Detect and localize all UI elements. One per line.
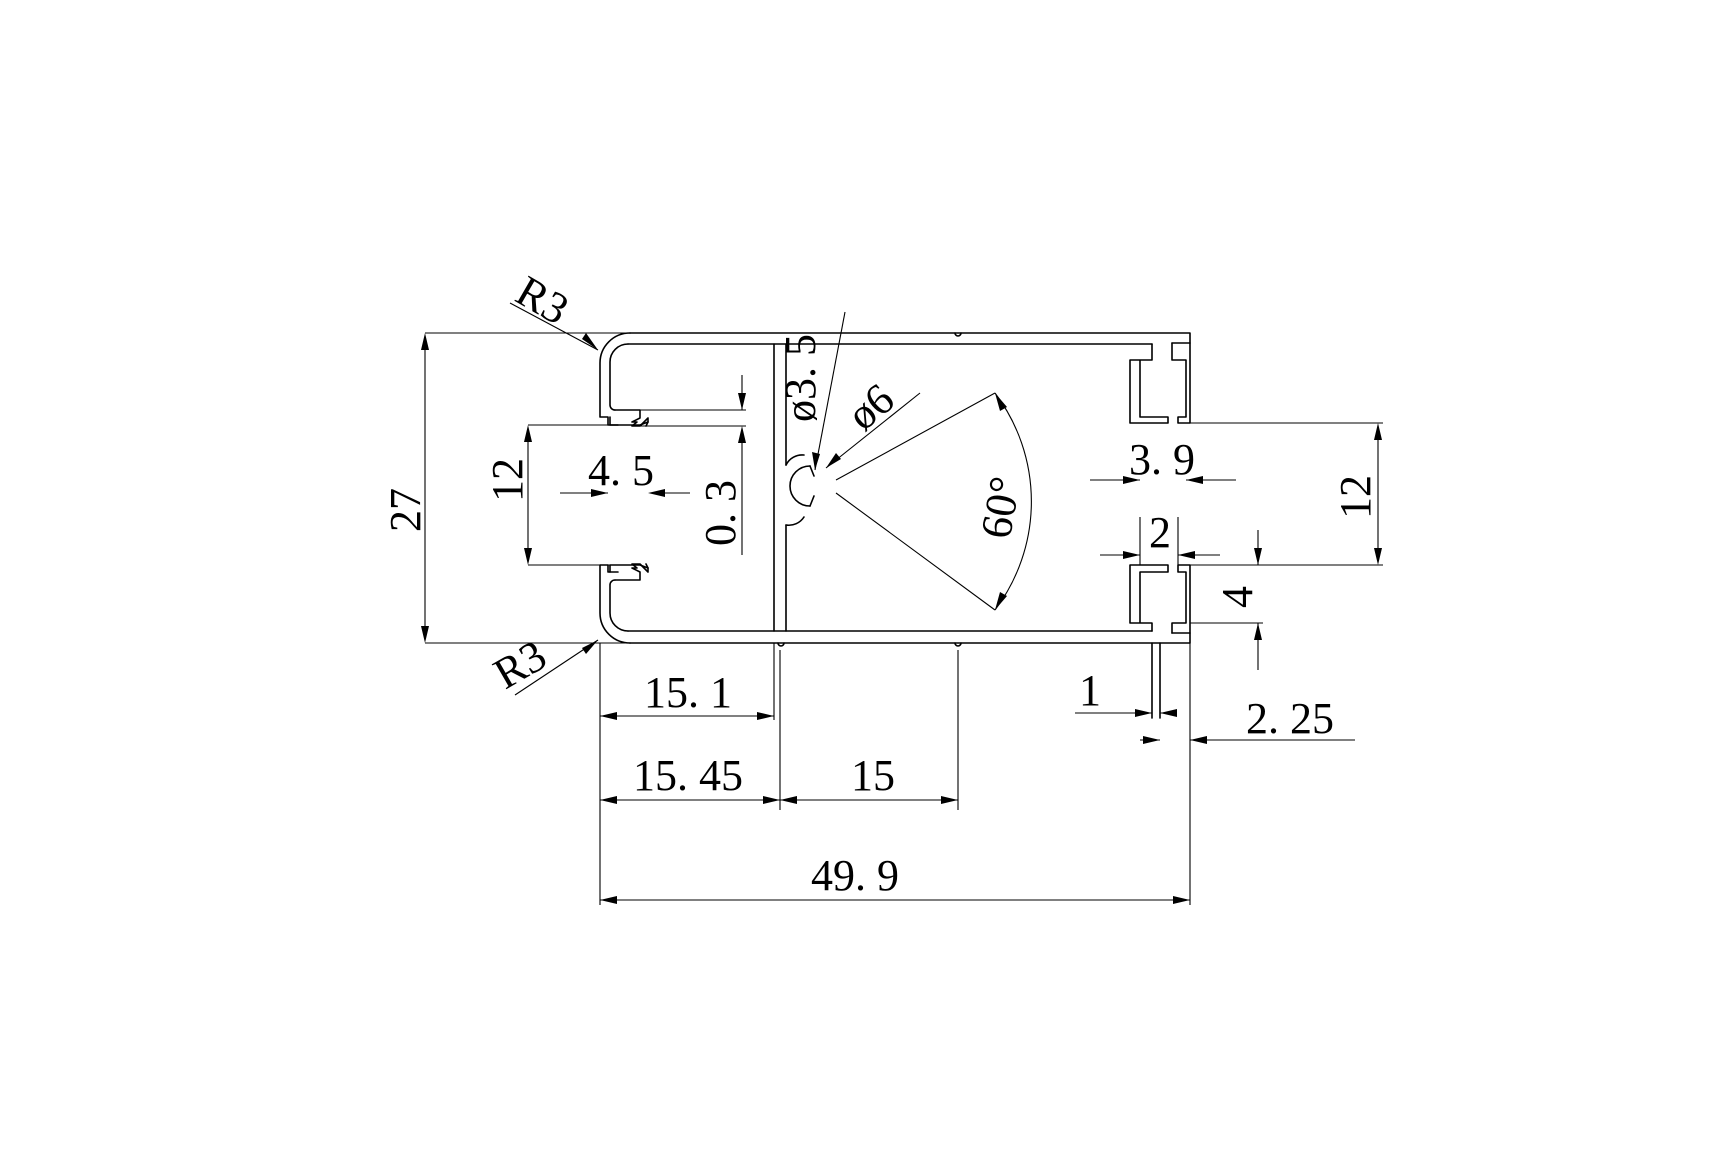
dim-arrows-channel-height [1374,423,1382,565]
profile-outline [599,332,1191,719]
leader-screw-core [814,311,846,471]
leader-radius-top [509,302,599,351]
upper-lip [614,409,649,427]
dim-line-channel-gap [1100,517,1220,565]
leader-arrow-radius-top [582,333,598,350]
label-slot-depth: 4. 5 [588,446,654,495]
leader-arrow-screw-core [812,452,820,470]
dim-line-overall-width [599,748,1191,905]
label-chamfer-angle: 60° [971,473,1030,542]
dim-line-left-chamber [599,643,775,720]
bottom-outer-edge [629,632,1191,644]
screw-boss-circle [789,465,811,507]
boss-opening [809,465,815,507]
label-channel-depth: 4 [1213,586,1262,608]
bottom-fin [1151,642,1161,719]
lower-lip [614,563,649,581]
dim-arrows-channel-gap [1123,551,1195,559]
label-screw-core: ø3. 5 [776,334,825,422]
channel-upper-right [1171,342,1191,424]
dimension-labels: R3 R3 27 12 4. 5 0. 3 ø3. 5 ø6 60° 3. 9 … [381,266,1380,900]
leader-arrow-radius-bottom [582,640,598,654]
bottom-groove-notch [954,642,962,647]
label-fin-width: 2. 25 [1246,694,1334,743]
label-web-position: 15. 45 [633,751,743,800]
dim-arrows-fin-width [1143,736,1207,744]
angle-arc [994,392,1032,611]
dim-arrows-slot-height [524,425,532,565]
dim-arrows-channel-opening [1123,476,1203,484]
channel-lower-left [1129,564,1169,632]
dim-arrows-lip-offset [738,393,746,443]
dim-line-lip-offset [640,375,746,555]
label-overall-height: 27 [381,488,430,532]
label-channel-opening: 3. 9 [1129,435,1195,484]
angle-lines [835,392,996,611]
label-lip-offset: 0. 3 [696,480,745,546]
top-groove-notch [954,332,962,337]
dim-arrows-wall-thickness [1135,709,1177,717]
dim-arrows-web-groove [600,796,958,804]
label-channel-height: 12 [1331,475,1380,519]
dim-line-slot-height [527,424,640,566]
bottom-web-notch [777,642,785,647]
dim-line-channel-height [1190,422,1383,566]
top-outer-edge [629,332,1191,344]
dim-line-web-groove [599,650,959,810]
label-slot-height: 12 [483,458,532,502]
leader-arrow-screw-outer [826,453,841,468]
boss-top [785,454,805,466]
boss-bottom [785,516,805,527]
channel-upper-left [1129,343,1169,424]
label-wall-thickness: 1 [1079,666,1101,715]
label-channel-gap: 2 [1149,508,1171,557]
left-inner-wall-bottom [609,579,629,632]
leader-screw-outer [825,392,921,469]
label-mid-groove: 15 [851,751,895,800]
label-left-chamber: 15. 1 [644,668,732,717]
dimension-lines [421,302,1383,905]
left-inner-wall-top [609,343,629,411]
dim-arrows-slot-depth [591,489,665,497]
label-overall-width: 49. 9 [811,851,899,900]
